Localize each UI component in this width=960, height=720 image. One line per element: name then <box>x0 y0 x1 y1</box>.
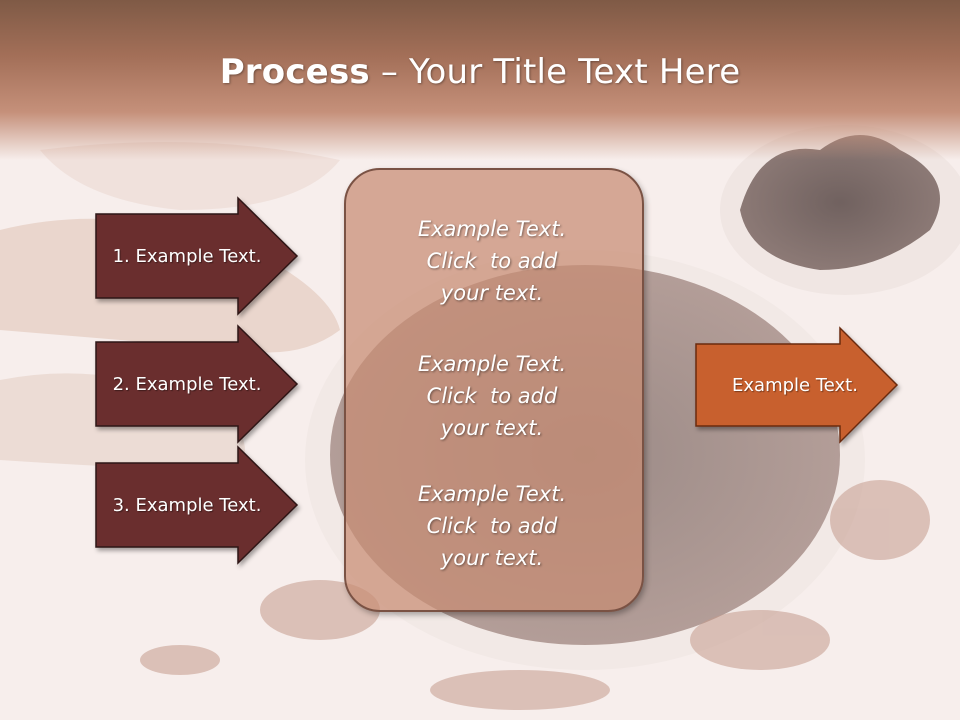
center-item-3-line1: Example Text. <box>417 482 567 506</box>
center-item-2-line1: Example Text. <box>417 352 567 376</box>
center-item-1-line3: your text. <box>440 281 544 305</box>
center-item-2-line3: your text. <box>440 416 544 440</box>
center-item-1[interactable]: Example Text. Click to add your text. <box>344 213 640 309</box>
center-item-2-line2: Click to add <box>426 384 558 408</box>
slide-title: Process – Your Title Text Here <box>0 52 960 92</box>
center-item-2[interactable]: Example Text. Click to add your text. <box>344 348 640 444</box>
center-item-3-line2: Click to add <box>426 514 558 538</box>
right-arrow-label: Example Text. <box>732 374 858 396</box>
title-rest: – Your Title Text Here <box>369 52 741 92</box>
center-item-3[interactable]: Example Text. Click to add your text. <box>344 478 640 574</box>
left-arrow-2-label: 2. Example Text. <box>112 373 262 395</box>
right-arrow[interactable] <box>695 326 899 444</box>
left-arrow-3-label: 3. Example Text. <box>112 494 262 516</box>
title-bold: Process <box>219 52 370 92</box>
left-arrow-3[interactable] <box>95 445 299 565</box>
left-arrow-1-label: 1. Example Text. <box>112 245 262 267</box>
center-item-1-line2: Click to add <box>426 249 558 273</box>
left-arrow-1[interactable] <box>95 196 299 316</box>
title-band <box>0 0 960 160</box>
center-content-box[interactable] <box>344 168 644 612</box>
center-item-3-line3: your text. <box>440 546 544 570</box>
center-item-1-line1: Example Text. <box>417 217 567 241</box>
left-arrow-2[interactable] <box>95 324 299 444</box>
